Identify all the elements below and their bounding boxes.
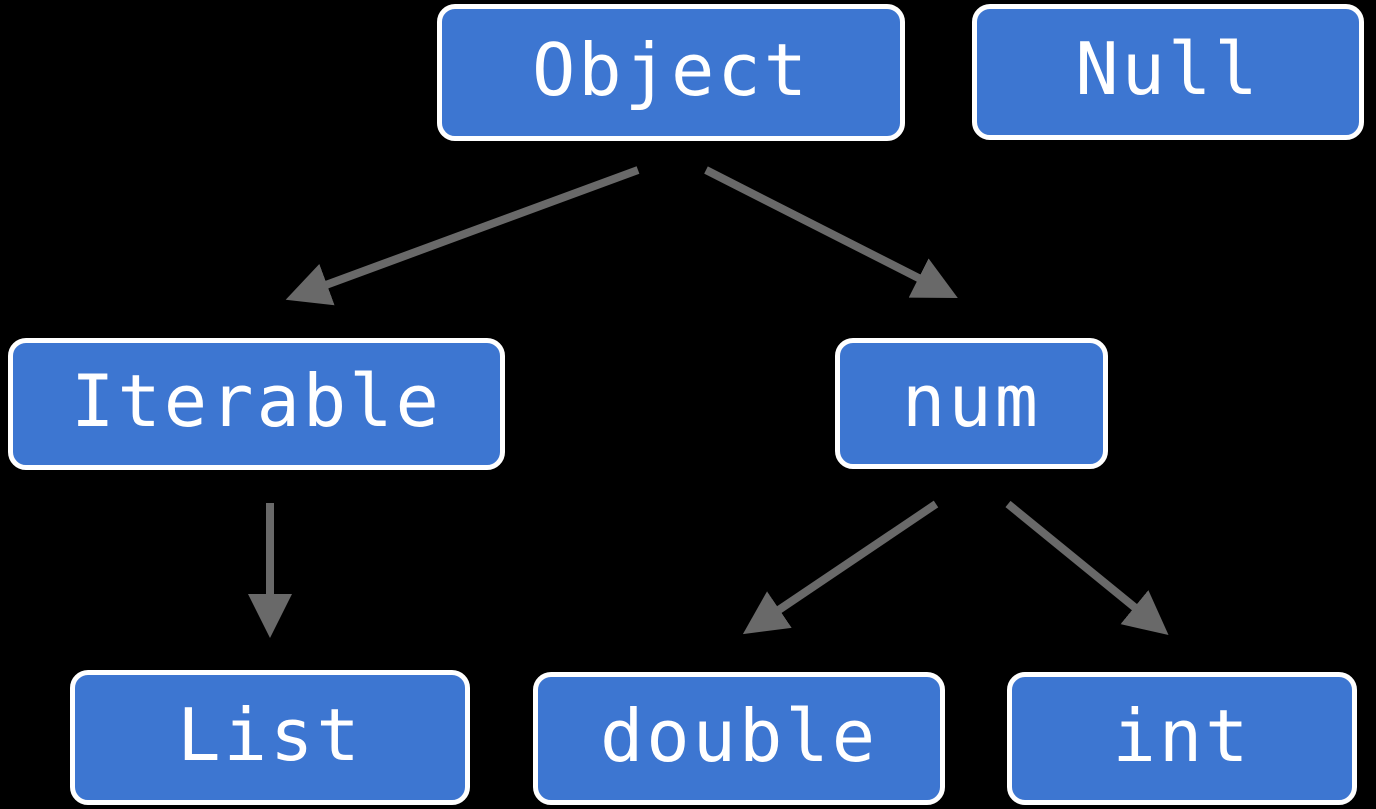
edge-object-to-iterable-arrow — [285, 166, 640, 306]
node-iterable: Iterable — [8, 338, 505, 470]
node-num-label: num — [901, 358, 1042, 443]
node-list: List — [70, 670, 470, 805]
node-int: int — [1007, 672, 1357, 805]
node-null: Null — [972, 4, 1364, 140]
node-iterable-label: Iterable — [71, 359, 442, 443]
node-object: Object — [437, 4, 905, 141]
node-double-label: double — [599, 693, 879, 778]
node-double: double — [533, 672, 945, 805]
node-object-label: Object — [531, 27, 811, 112]
node-null-label: Null — [1075, 27, 1261, 111]
node-num: num — [835, 338, 1108, 469]
node-list-label: List — [177, 692, 363, 777]
edge-num-to-int-arrow — [1005, 500, 1169, 635]
edge-object-to-num-arrow — [704, 166, 958, 298]
edge-num-to-double-arrow — [742, 500, 939, 635]
node-int-label: int — [1112, 693, 1252, 778]
